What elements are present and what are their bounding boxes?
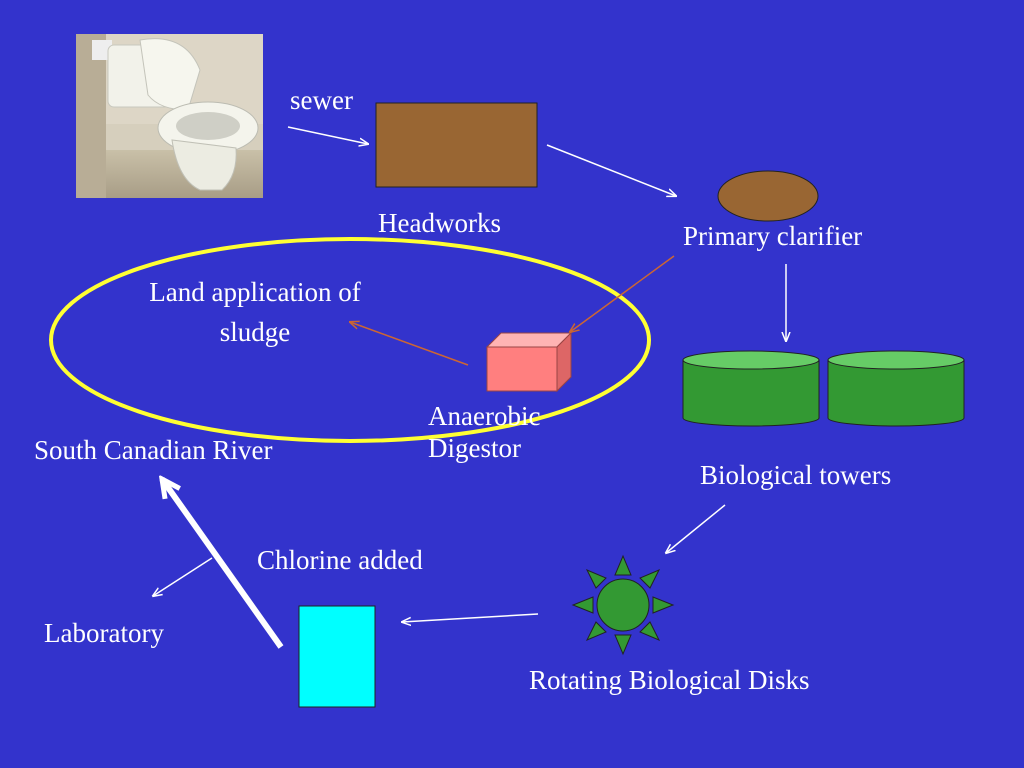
anaerobic-digestor-line1: Anaerobic	[428, 401, 541, 431]
arrow-sewer-to-headworks	[287, 126, 368, 144]
chlorine-tank	[298, 605, 376, 708]
arrow-headworks-to-clarifier	[546, 144, 676, 196]
sewer-label: sewer	[290, 85, 353, 115]
land-application-line2: sludge	[219, 317, 291, 348]
anaerobic-digestor-line2: Digestor	[428, 433, 521, 464]
land-application-label: Land application of sludge	[105, 276, 405, 349]
arrow-to-laboratory	[153, 557, 213, 596]
rotating-biological-disks-label: Rotating Biological Disks	[529, 665, 810, 695]
arrow-digestor-to-land	[350, 322, 469, 366]
south-canadian-river-label: South Canadian River	[34, 435, 273, 465]
headworks-box	[375, 102, 538, 188]
biological-tower-left	[682, 350, 820, 427]
sun-shaped-rotating-disk-icon	[571, 554, 675, 656]
sludge-ellipse	[49, 237, 651, 443]
headworks-label: Headworks	[378, 208, 501, 238]
primary-clarifier-label: Primary clarifier	[683, 221, 863, 251]
anaerobic-digestor-label: Anaerobic Digestor	[428, 400, 540, 465]
arrow-disks-to-chlorine	[402, 613, 539, 622]
arrow-clarifier-to-digestor	[570, 255, 675, 332]
land-application-line1: Land application of	[149, 277, 361, 307]
chlorine-added-label: Chlorine added	[257, 545, 423, 575]
biological-towers-label: Biological towers	[700, 460, 892, 490]
arrow-chlorine-to-river	[162, 479, 284, 649]
anaerobic-digestor-shape	[485, 331, 573, 393]
toilet-photo	[76, 34, 263, 198]
laboratory-label: Laboratory	[44, 618, 164, 648]
arrow-towers-to-disks	[666, 504, 726, 553]
primary-clarifier-shape	[717, 170, 819, 222]
biological-tower-right	[827, 350, 965, 427]
